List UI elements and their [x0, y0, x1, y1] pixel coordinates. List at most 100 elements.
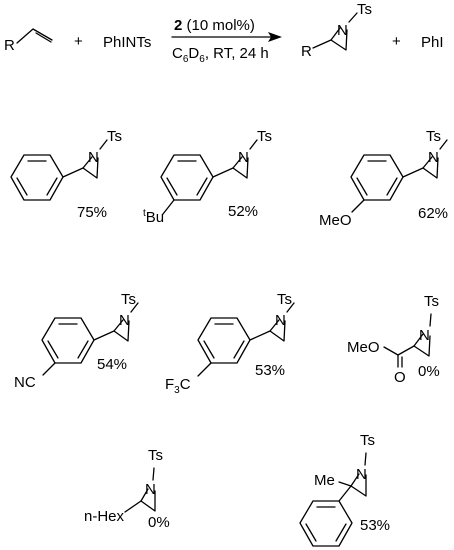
phenyl-double-bond [166, 177, 178, 196]
nitrogen-label: N [145, 481, 156, 498]
yield-label: 54% [97, 356, 127, 373]
ester-o-bond [383, 346, 399, 356]
nitrogen-label: N [419, 327, 430, 344]
phenyl-double-bond [203, 340, 215, 359]
alkene-double-bond [35, 32, 52, 43]
ts-label: Ts [277, 291, 292, 308]
nitrogen-label: N [275, 312, 286, 329]
hexyl-aziridine-bond [124, 500, 142, 513]
methyl-label: Me [314, 472, 335, 489]
product-ring-bonds [330, 27, 348, 51]
ts-bond [249, 139, 258, 150]
methyl-bond [338, 481, 352, 487]
substrate-r-label: R [4, 37, 15, 54]
compound-8: Me N Ts 53% [299, 432, 390, 547]
aziridine-ring [350, 473, 367, 497]
product-r-label: R [301, 43, 312, 60]
aziridine-ring [413, 333, 431, 357]
carbonyl-o-label: O [394, 369, 406, 386]
phenyl-double-bond [46, 177, 58, 196]
yield-label: 53% [255, 362, 285, 379]
product-ts-bond [348, 12, 358, 23]
cyano-bond [42, 362, 56, 376]
reagent-label: PhINTs [103, 34, 151, 51]
ts-label: Ts [257, 128, 272, 145]
compound-6: MeO O N Ts 0% [347, 293, 440, 386]
phenyl-ring [160, 154, 214, 201]
compound-1: N Ts 75% [10, 128, 122, 221]
phenyl-double-bond [386, 177, 398, 196]
alkene-substrate: R [4, 28, 53, 54]
yield-label: 52% [228, 203, 258, 220]
plus-sign-2: + [392, 33, 401, 50]
plus-sign-1: + [74, 33, 83, 50]
ts-label: Ts [121, 291, 136, 308]
compound-5: F3C N Ts 53% [165, 291, 295, 396]
nitrogen-label: N [428, 149, 439, 166]
ts-bond [364, 452, 367, 466]
phenyl-double-bond [47, 340, 59, 359]
product-r-bond [312, 39, 332, 49]
ts-label: Ts [148, 447, 163, 464]
ts-label: Ts [424, 293, 439, 310]
methoxy-bond [351, 199, 365, 213]
ts-bond [130, 302, 139, 313]
yield-label: 0% [418, 363, 440, 380]
aryl-aziridine-bond [93, 330, 115, 341]
compound-2: tBu N Ts 52% [143, 128, 272, 226]
ts-bond [429, 313, 432, 327]
phenyl-double-bond [305, 523, 317, 542]
methoxy-label: MeO [347, 339, 380, 356]
yield-label: 53% [360, 517, 390, 534]
phenyl-double-bond [356, 177, 368, 196]
product-n-label: N [337, 22, 348, 39]
product-aziridine: R N Ts [301, 1, 372, 60]
aziridine-ring [82, 156, 99, 179]
aryl-aziridine-bond [249, 330, 271, 341]
phenyl-double-bond [335, 523, 347, 542]
ts-label: Ts [360, 432, 375, 449]
nitrogen-label: N [238, 149, 249, 166]
phenyl-ring [299, 500, 353, 547]
compound-7: n-Hex N Ts 0% [84, 447, 170, 531]
aziridine-ring [232, 156, 249, 179]
phenyl-double-bond [16, 177, 28, 196]
aziridine-ring [113, 319, 130, 342]
reaction-arrow-head [268, 32, 282, 42]
product-ts-label: Ts [357, 1, 372, 18]
ts-label: Ts [426, 128, 441, 145]
yield-label: 0% [148, 514, 170, 531]
cf3-bond [197, 362, 212, 377]
aryl-aziridine-bond [402, 167, 424, 178]
yield-label: 62% [418, 205, 448, 222]
ts-bond [152, 467, 155, 481]
nitrogen-label: N [119, 312, 130, 329]
phenyl-double-bond [77, 340, 89, 359]
tbu-label: tBu [143, 208, 164, 226]
nitrogen-label: N [88, 149, 99, 166]
cf3-label: F3C [165, 376, 191, 396]
phenyl-double-bond [233, 340, 245, 359]
aryl-aziridine-bond [62, 167, 84, 178]
compound-3: MeO N Ts 62% [319, 128, 448, 229]
ts-label: Ts [107, 128, 122, 145]
ts-bond [286, 302, 295, 313]
nitrogen-label: N [356, 466, 367, 483]
aryl-aziridine-bond [212, 167, 234, 178]
yield-label: 75% [77, 204, 107, 221]
phenyl-ring [197, 317, 251, 364]
tbu-bond [162, 199, 175, 215]
aryl-aziridine-bond [338, 485, 352, 502]
reaction-equation: R + PhINTs 2 (10 mol%) C6D6, RT, 24 h R … [4, 1, 444, 65]
alkene-bonds [16, 28, 53, 44]
ts-bond [99, 139, 108, 150]
aziridine-ring [269, 319, 286, 342]
n-hexyl-label: n-Hex [84, 508, 125, 525]
phenyl-ring [10, 154, 64, 201]
methoxy-label: MeO [319, 212, 352, 229]
phenyl-ring [41, 317, 95, 364]
phenyl-double-bond [196, 177, 208, 196]
aziridine-ring [140, 488, 156, 512]
aziridine-ring [422, 156, 439, 179]
catalyst-label: 2 (10 mol%) [174, 17, 255, 34]
